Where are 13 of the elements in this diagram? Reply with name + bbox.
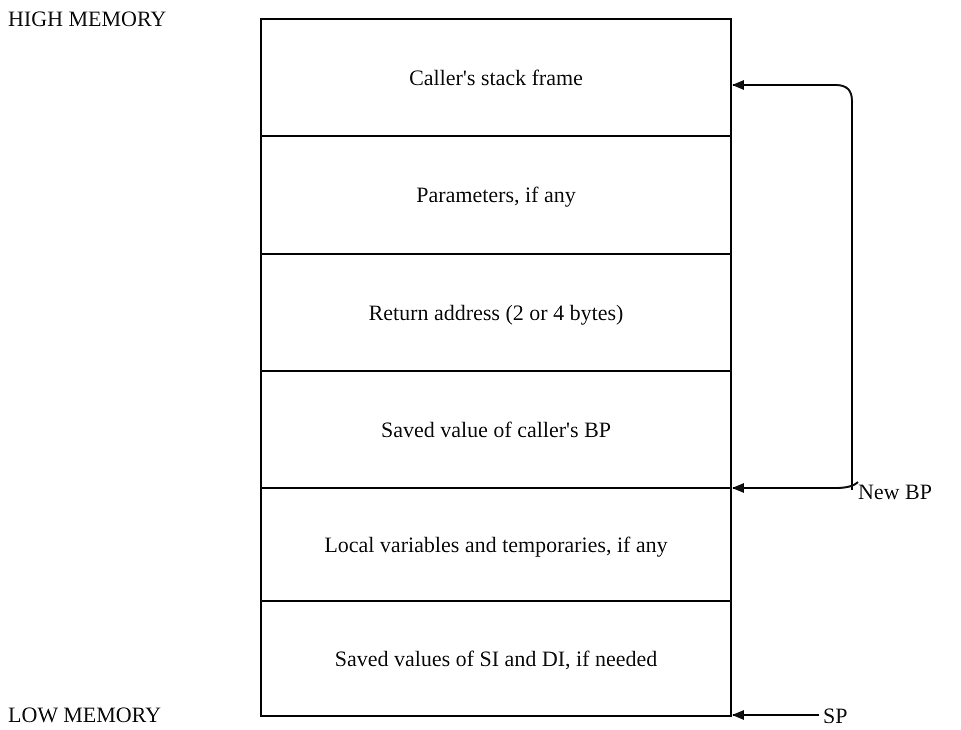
memory-label: HIGH MEMORY — [8, 6, 166, 32]
memory-label: LOW MEMORY — [8, 702, 161, 728]
arrow — [732, 80, 853, 490]
stack-frame-box: Caller's stack frame — [260, 18, 732, 137]
stack-frame-box: Return address (2 or 4 bytes) — [260, 253, 732, 372]
pointer-label: SP — [823, 702, 863, 730]
pointer-label: New BP — [858, 478, 948, 506]
arrow — [732, 481, 859, 493]
stack-frame-box: Local variables and temporaries, if any — [260, 487, 732, 602]
stack-frame-box: Saved values of SI and DI, if needed — [260, 600, 732, 717]
stack-frame-box: Saved value of caller's BP — [260, 370, 732, 489]
arrow — [732, 710, 819, 720]
stack-frame-box: Parameters, if any — [260, 135, 732, 255]
